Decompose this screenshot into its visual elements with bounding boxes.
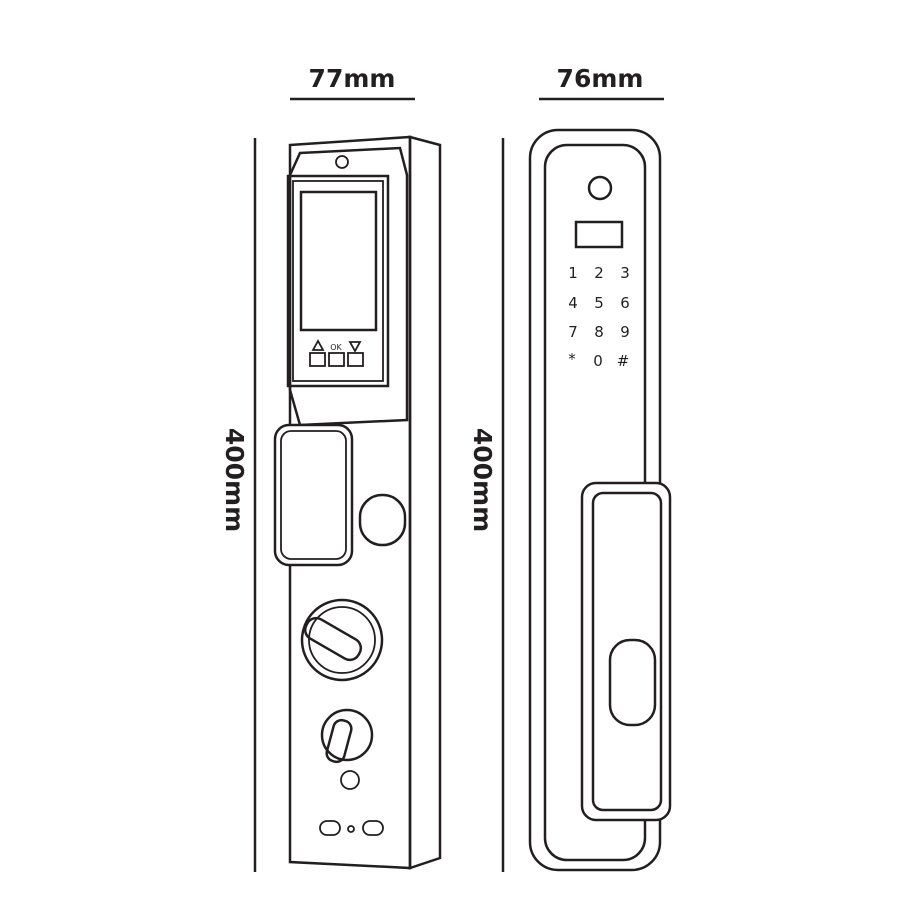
left-height-label: 400mm	[220, 428, 249, 532]
key-0: 0	[593, 352, 603, 370]
keypad: 1 2 3 4 5 6 7 8 9 * 0 #	[568, 264, 630, 370]
ok-label: OK	[330, 343, 342, 352]
left-width-label: 77mm	[309, 64, 396, 93]
up-arrow-icon	[311, 339, 325, 351]
right-handle-inner	[591, 491, 663, 812]
bottom-slot-left	[319, 820, 341, 836]
keyhole	[340, 770, 360, 790]
display-screen	[299, 190, 378, 332]
cylinder-rosette	[320, 708, 374, 762]
key-4: 4	[568, 294, 578, 312]
right-handle	[580, 481, 672, 822]
key-9: 9	[620, 323, 630, 341]
key-star: *	[568, 350, 576, 368]
cylinder-lever	[325, 718, 353, 764]
left-side-plate	[408, 135, 442, 870]
key-hash: #	[617, 352, 630, 370]
key-5: 5	[594, 294, 604, 312]
thumb-turn-rosette	[300, 598, 384, 682]
handle-fingerprint-slot	[608, 638, 657, 727]
bottom-slot-right	[362, 820, 384, 836]
down-button	[347, 352, 364, 367]
thumb-turn-lever	[303, 616, 363, 662]
down-arrow-icon	[348, 341, 362, 353]
key-1: 1	[568, 264, 578, 282]
key-2: 2	[594, 264, 604, 282]
screen-frame	[286, 174, 390, 388]
right-height-label: 400mm	[468, 428, 497, 532]
handle	[273, 423, 354, 567]
left-lock-drawing: OK	[273, 135, 442, 870]
camera-icon	[335, 155, 349, 169]
key-7: 7	[568, 323, 578, 341]
ok-button	[328, 352, 345, 367]
up-button	[309, 352, 326, 367]
right-lock-drawing: 1 2 3 4 5 6 7 8 9 * 0 #	[528, 128, 672, 872]
handle-spindle	[358, 493, 407, 547]
key-3: 3	[620, 264, 630, 282]
key-8: 8	[594, 323, 604, 341]
bottom-dot	[347, 825, 355, 833]
key-6: 6	[620, 294, 630, 312]
card-reader	[574, 220, 624, 249]
screen-housing	[288, 146, 409, 427]
right-width-label: 76mm	[557, 64, 644, 93]
fingerprint-sensor-icon	[587, 175, 613, 201]
